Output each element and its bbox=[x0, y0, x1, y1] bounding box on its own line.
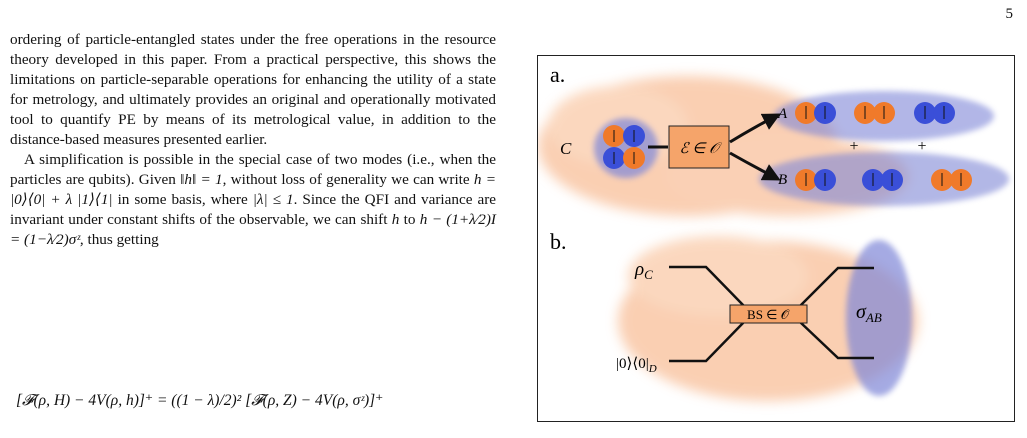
figure-svg: a. C ℰ ∈ 𝒪 A B + + b. bbox=[538, 62, 1009, 401]
wire-output-b bbox=[799, 321, 874, 360]
paragraph-2: A simplification is possible in the spec… bbox=[10, 150, 496, 250]
arrow-to-a bbox=[729, 113, 781, 144]
label-a: A bbox=[777, 106, 788, 122]
ket-d: |0⟩⟨0|D bbox=[616, 356, 657, 375]
sigma-ab: σAB bbox=[856, 301, 882, 325]
p2-text-d: . Since the QFI and variance are invaria… bbox=[10, 191, 497, 228]
ket-d-subscript: D bbox=[648, 363, 657, 375]
particle-cluster-c bbox=[603, 125, 645, 169]
p2-lambda: |λ| ≤ 1 bbox=[252, 191, 294, 208]
label-b: B bbox=[778, 172, 787, 188]
arrow-to-b bbox=[729, 151, 781, 181]
pair-b1 bbox=[795, 169, 836, 191]
wire-input-c bbox=[669, 265, 745, 307]
p2-text-c: in some basis, where bbox=[112, 191, 253, 208]
p2-text-f: , thus getting bbox=[79, 231, 159, 248]
equation: [𝓕(ρ, H) − 4V(ρ, h)]⁺ = ((1 − λ)/2)² [𝓕(… bbox=[16, 392, 384, 409]
panel-a-label: a. bbox=[550, 62, 565, 87]
plus-1: + bbox=[849, 138, 858, 155]
p2-h-def: h = |0⟩⟨0| + λ |1⟩⟨1| bbox=[10, 171, 496, 208]
operation-box-a bbox=[668, 125, 730, 169]
plus-2: + bbox=[917, 138, 926, 155]
operation-box-b bbox=[729, 304, 808, 324]
pair-a3 bbox=[914, 102, 955, 124]
pair-a1 bbox=[795, 102, 836, 124]
sigma-symbol: σ bbox=[856, 301, 867, 323]
rho-c-symbol: ρ bbox=[634, 259, 644, 280]
pair-a2 bbox=[854, 102, 895, 124]
body-text: ordering of particle-entangled states un… bbox=[10, 30, 496, 250]
p2-text-b: , without loss of generality we can writ… bbox=[222, 171, 474, 188]
p2-text-a: A simplification is possible in the spec… bbox=[10, 151, 496, 188]
page-number: 5 bbox=[1005, 6, 1014, 22]
operation-b: BS ∈ 𝒪 bbox=[747, 307, 790, 322]
pair-b3 bbox=[931, 169, 972, 191]
rho-c: ρC bbox=[634, 259, 653, 282]
rho-c-subscript: C bbox=[644, 267, 653, 282]
p2-text-e: to bbox=[399, 211, 420, 228]
label-c: C bbox=[560, 139, 572, 158]
operation-a: ℰ ∈ 𝒪 bbox=[679, 141, 722, 157]
pair-b2 bbox=[862, 169, 903, 191]
wire-input-d bbox=[669, 321, 745, 363]
p2-norm: ‖h‖ = 1 bbox=[180, 171, 223, 188]
p2-h: h bbox=[391, 211, 400, 228]
wire-output-a bbox=[799, 266, 874, 307]
paragraph-1: ordering of particle-entangled states un… bbox=[10, 31, 496, 148]
p2-shift: h − (1+λ⁄2)I = (1−λ⁄2)σᶻ bbox=[10, 211, 496, 248]
figure: a. C ℰ ∈ 𝒪 A B + + b. bbox=[537, 55, 1015, 422]
ket-d-symbol: |0⟩⟨0| bbox=[616, 356, 649, 372]
panel-b-label: b. bbox=[550, 229, 567, 254]
sigma-subscript: AB bbox=[865, 310, 882, 325]
